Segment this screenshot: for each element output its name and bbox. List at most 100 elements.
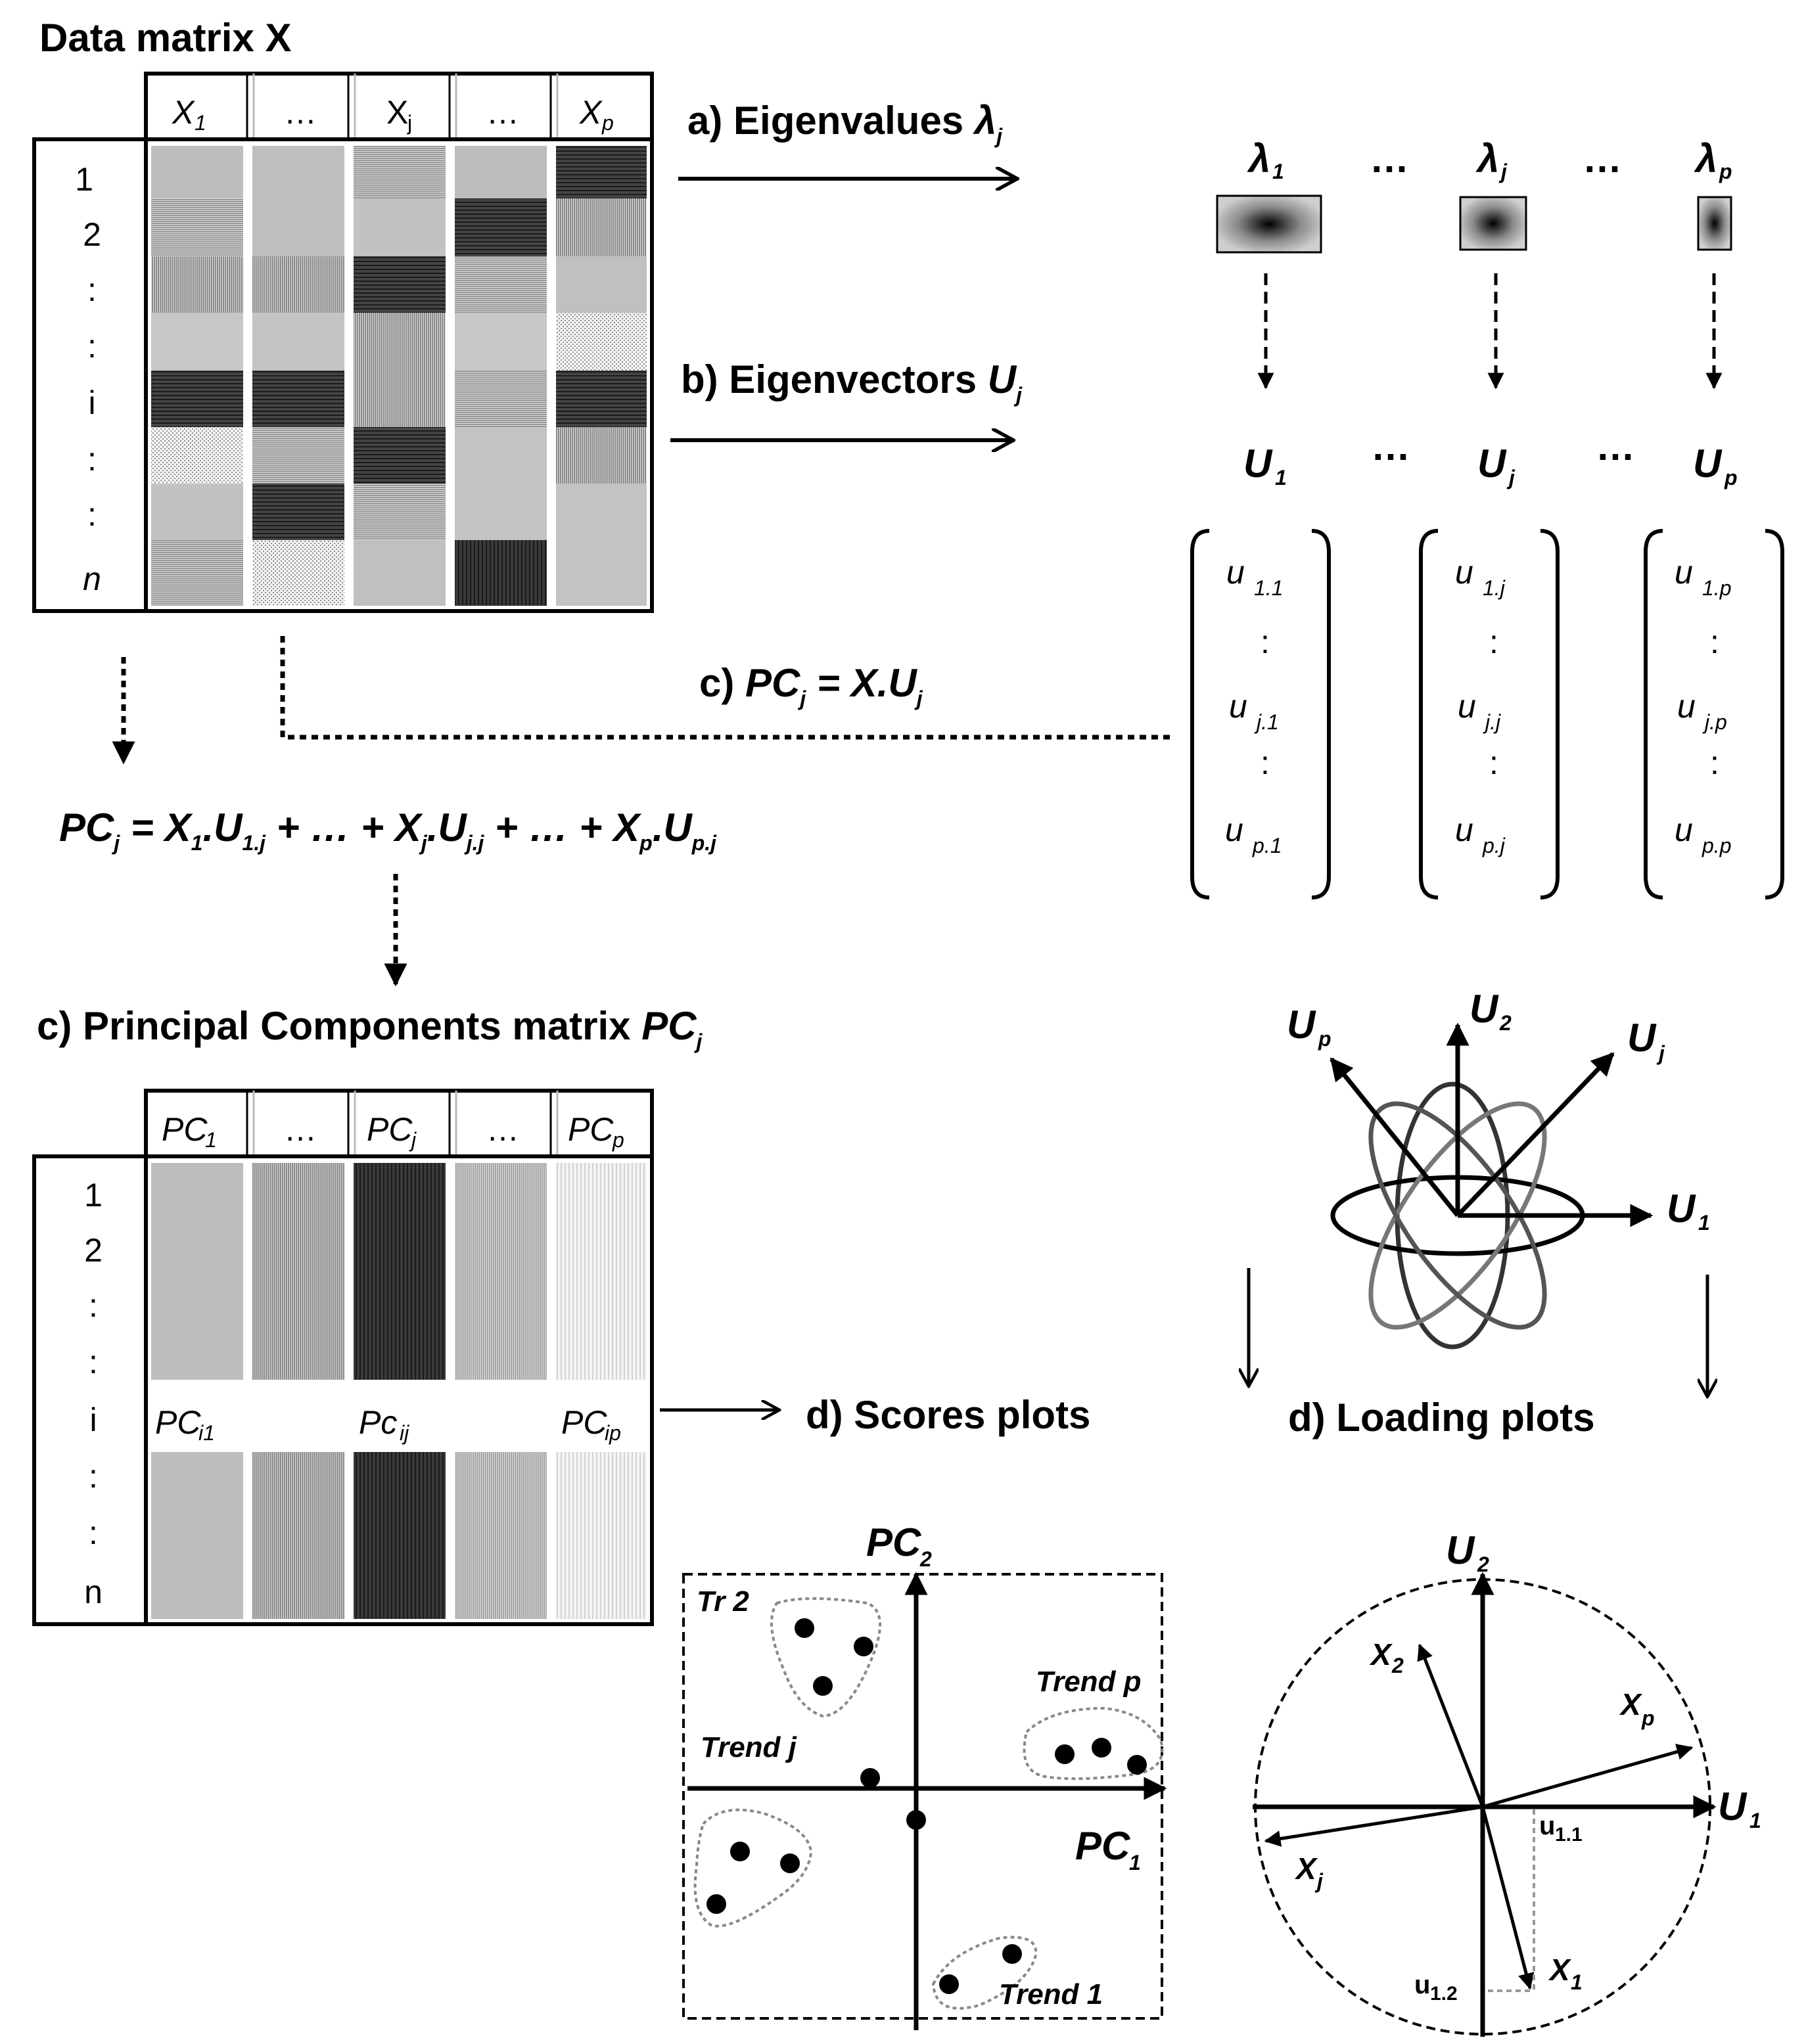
label-x2: X (1369, 1637, 1393, 1671)
up-colon-1: : (1710, 624, 1719, 660)
uj-entry-3-sub: p.j (1482, 834, 1506, 857)
dm-row-8: n (83, 560, 101, 597)
u-j-sub: j (1506, 466, 1516, 489)
eigenvalues-label: a) Eigenvalues (687, 99, 975, 143)
pc-row-i-values: PC i1 Pc ij PC ip (155, 1404, 621, 1445)
pc-dotted-connector (280, 636, 1170, 740)
score-point (813, 1676, 833, 1696)
uj-entry-3-letter: u (1455, 811, 1473, 848)
dm-row-7: : (87, 496, 97, 533)
pc-row-4: : (89, 1344, 98, 1380)
pc-col-4: … (486, 1111, 519, 1148)
uj-colon-1: : (1489, 624, 1498, 660)
score-point (854, 1637, 873, 1656)
u1-entry-2-sub: j.1 (1254, 710, 1279, 734)
score-point (1092, 1738, 1111, 1758)
eigenvector-axes-3d (1330, 1022, 1654, 1350)
dm-row-6: : (87, 441, 97, 478)
loading-x-label: U (1718, 1784, 1748, 1828)
eigenvectors-sub: j (1013, 383, 1023, 407)
pc-col-1: PC (162, 1111, 208, 1148)
label-xp: X (1619, 1687, 1642, 1721)
data-matrix-row-labels: 1 2 : : i : : n (75, 161, 101, 597)
scores-y-label: PC (866, 1520, 922, 1564)
eigenvalues-step: a) Eigenvalues λj (678, 99, 1017, 179)
label-up-sub: p (1318, 1027, 1331, 1051)
loading-y-label: U (1446, 1528, 1475, 1572)
lambda-p-sub: p (1719, 160, 1732, 183)
pc-matrix-row-labels: 1 2 : : i : : n (84, 1177, 103, 1610)
u-1-sub: 1 (1275, 466, 1287, 489)
pc-ij: Pc (359, 1404, 397, 1441)
score-point (706, 1894, 726, 1914)
dm-col-3: X (386, 94, 408, 131)
u1-colon-2: : (1261, 744, 1270, 781)
eigenvalues-sub: j (994, 124, 1003, 148)
scores-plot (682, 1572, 1167, 2030)
label-x1-sub: 1 (1571, 1970, 1583, 1994)
lambda-p-box (1697, 196, 1732, 251)
eigenvector-brackets (1190, 529, 1784, 899)
axes-3d-labels: U 2 U p U j U 1 (1287, 987, 1710, 1235)
lambda-dots-1: … (1370, 137, 1409, 181)
u1-entry-2-letter: u (1229, 688, 1247, 725)
pc-formula-step: c) PCj = X.Uj (112, 636, 1170, 765)
up-colon-2: : (1710, 744, 1719, 781)
vector-xj (1264, 1805, 1483, 1847)
pc-step-sym: PC (745, 661, 801, 705)
u1-colon-1: : (1261, 624, 1270, 660)
cluster-trend-p (1023, 1706, 1164, 1781)
uj-entry-2-letter: u (1458, 688, 1476, 725)
cluster-tr2 (770, 1597, 882, 1718)
eigenvectors-symbol: U (988, 357, 1017, 401)
lambda-row: λ 1 … λ j … λ p (1216, 137, 1732, 390)
pc-col-3: PC (367, 1111, 413, 1148)
eigenvector-labels: U 1 … U j … U p (1243, 424, 1738, 489)
lambda-j-sub: j (1498, 160, 1508, 183)
label-u2-sub: 2 (1499, 1011, 1512, 1035)
score-point (860, 1768, 880, 1788)
pc-row-1: 1 (84, 1177, 103, 1214)
dm-col-4: … (486, 94, 519, 131)
pc-i1-sub: i1 (198, 1421, 215, 1445)
uj-entry-1-letter: u (1455, 554, 1473, 591)
up-entry-2-letter: u (1677, 688, 1696, 725)
pc-matrix-column-labels: PC 1 … PC j … PC p (162, 1111, 624, 1152)
label-x2-sub: 2 (1391, 1654, 1404, 1677)
pc-col-5: PC (568, 1111, 614, 1148)
vector-x2 (1417, 1643, 1485, 1807)
pc-expansion-formula: PCj = X1.U1.j + … + Xj.Uj.j + … + Xp.Up.… (59, 806, 717, 855)
svg-text:a) Eigenvalues λj: a) Eigenvalues λj (687, 99, 1003, 148)
score-point (1055, 1744, 1075, 1764)
ellipse-tilted-2 (1368, 1101, 1547, 1330)
dm-row-2: 2 (83, 216, 101, 253)
uj-colon-2: : (1489, 744, 1498, 781)
axis-up (1330, 1057, 1460, 1217)
score-point (1002, 1944, 1022, 1964)
dm-row-4: : (87, 328, 97, 365)
pc-matrix-body (32, 1154, 654, 1626)
up-entry-1-sub: 1.p (1702, 576, 1731, 600)
label-u12-sub: 1.2 (1430, 1983, 1458, 2005)
label-trend-p: Trend p (1036, 1666, 1142, 1698)
pc-col-1-sub: 1 (205, 1128, 217, 1152)
label-trend-j: Trend j (701, 1731, 797, 1763)
scores-x-label: PC (1075, 1824, 1131, 1868)
data-matrix-body (32, 137, 654, 613)
loading-plot (1253, 1572, 1717, 2037)
u-j: U (1477, 442, 1507, 486)
u-p: U (1693, 442, 1723, 486)
scores-plot-labels: PC 2 PC 1 Tr 2 Trend j Trend p Trend 1 (697, 1520, 1142, 2010)
eigenvectors-label: b) Eigenvectors (681, 357, 988, 401)
loading-x-label-sub: 1 (1749, 1809, 1761, 1832)
pc-col-5-sub: p (612, 1128, 624, 1152)
up-entry-2-sub: j.p (1702, 710, 1727, 734)
pc-step-rest-sub: j (914, 687, 923, 710)
data-matrix-column-labels: X 1 … X j … X p (172, 94, 614, 135)
label-up: U (1287, 1003, 1316, 1047)
label-uj-sub: j (1656, 1041, 1665, 1065)
uj-entry-2-sub: j.j (1483, 710, 1501, 734)
eigenvectors-step: b) Eigenvectors Uj (670, 357, 1023, 440)
label-u12: u (1414, 1970, 1430, 1999)
lambda-1-sub: 1 (1272, 160, 1284, 183)
